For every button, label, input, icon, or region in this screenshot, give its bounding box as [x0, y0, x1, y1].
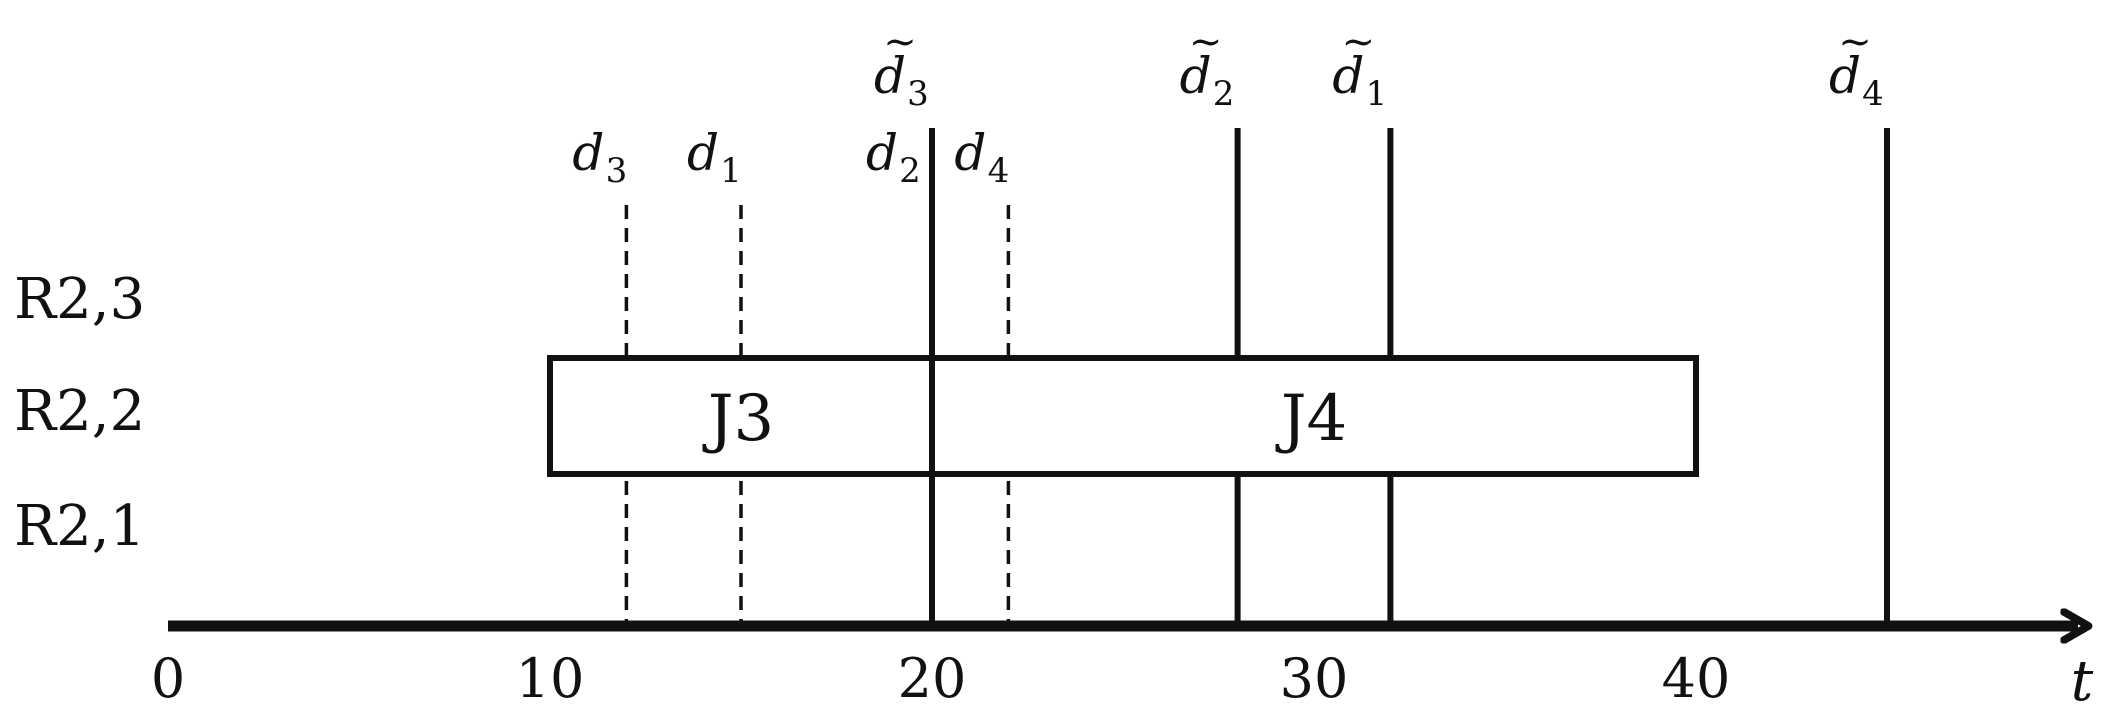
- row-label-r2-1: R2,1: [14, 494, 145, 559]
- job-box-j3: [547, 355, 935, 477]
- tick-label-40: 40: [1662, 647, 1731, 710]
- tick-label-30: 30: [1280, 647, 1349, 710]
- deadline-label-d4-symbol: d: [954, 124, 986, 182]
- deadline-label-d1-symbol: d: [687, 124, 719, 182]
- tick-label-20: 20: [898, 647, 967, 710]
- deadline-label-d1-index: 1: [720, 151, 742, 191]
- modified-deadline-label-d4-index: 4: [1862, 74, 1884, 114]
- deadline-label-d3-index: 3: [606, 151, 628, 191]
- modified-deadline-label-d2-symbol: d: [1180, 47, 1212, 105]
- job-boxes: J3 J4: [547, 128, 1699, 626]
- modified-deadline-label-d3-tilde: ~: [883, 19, 917, 65]
- tick-label-10: 10: [516, 647, 585, 710]
- modified-deadline-label-d2-index: 2: [1213, 74, 1235, 114]
- row-labels: R2,3 R2,2 R2,1: [14, 267, 145, 559]
- time-axis: t: [168, 626, 2094, 714]
- deadline-label-d3-symbol: d: [572, 124, 604, 182]
- modified-deadline-label-d4-symbol: d: [1829, 47, 1861, 105]
- deadline-label-d2-symbol: d: [866, 124, 898, 182]
- modified-deadline-label-d4-tilde: ~: [1838, 19, 1872, 65]
- job-label-j4: J4: [1275, 382, 1347, 456]
- modified-deadline-label-d3-symbol: d: [874, 47, 906, 105]
- deadline-label-d2-index: 2: [899, 151, 921, 191]
- modified-deadline-label-d2-tilde: ~: [1189, 19, 1223, 65]
- modified-deadline-label-d1-index: 1: [1366, 74, 1388, 114]
- tick-label-0: 0: [151, 647, 185, 710]
- row-label-r2-3: R2,3: [14, 267, 145, 332]
- job-label-j3: J3: [702, 382, 774, 456]
- modified-deadline-label-d1-symbol: d: [1332, 47, 1364, 105]
- row-label-r2-2: R2,2: [14, 379, 145, 444]
- axis-variable-label: t: [2071, 649, 2094, 714]
- axis-tick-labels: 0 10 20 30 40: [151, 647, 1731, 710]
- deadline-label-d4-index: 4: [988, 151, 1010, 191]
- modified-deadline-label-d3-index: 3: [907, 74, 929, 114]
- job-box-j4: [929, 355, 1699, 477]
- modified-deadline-label-d1-tilde: ~: [1342, 19, 1376, 65]
